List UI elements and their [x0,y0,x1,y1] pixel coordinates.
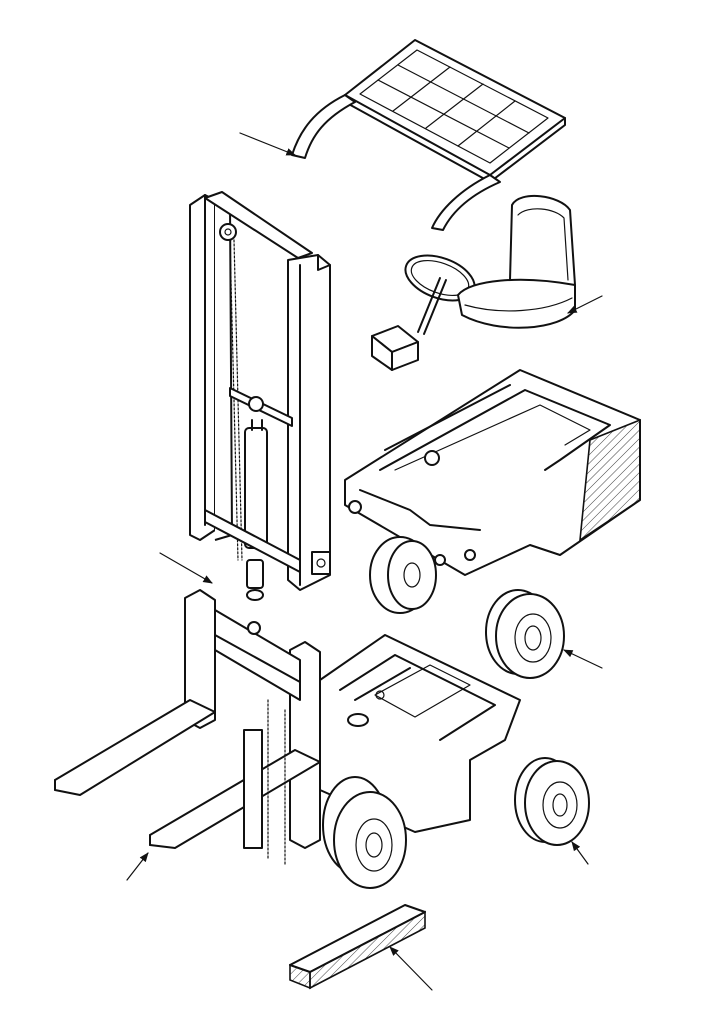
control-pedal [371,325,419,371]
arrow-block [389,946,433,991]
seat [457,194,576,329]
mast [189,191,331,601]
overhead-guard [291,39,566,231]
arrow-wheel-upper [563,649,603,669]
arrow-wheel-lower [571,841,589,865]
arrow-forks [126,852,149,881]
chassis-wheel [322,776,407,889]
lift-forks-and-carriage [54,589,321,866]
rear-counterweight-body [344,369,641,576]
arrow-seat [567,295,603,314]
battery-block [289,904,426,990]
leader-arrows [126,132,603,991]
front-wheel-left [514,757,590,846]
arrow-guard [239,132,296,156]
rear-wheel [369,536,437,614]
front-wheel-right [485,589,565,679]
arrow-mast [159,552,213,584]
